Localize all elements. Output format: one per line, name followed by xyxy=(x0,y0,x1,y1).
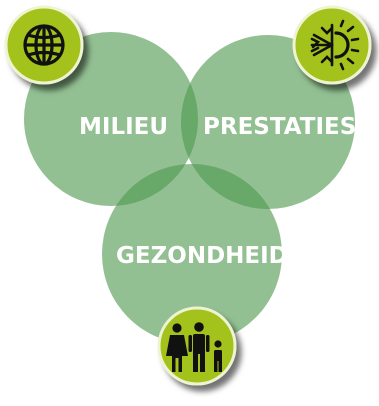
family-icon xyxy=(166,322,222,372)
circle-gezondheid xyxy=(102,164,282,344)
label-milieu: MILIEU xyxy=(79,114,168,140)
label-gezondheid: GEZONDHEID xyxy=(116,243,288,269)
venn-circles xyxy=(24,32,355,344)
label-prestaties: PRESTATIES xyxy=(203,114,356,140)
snowflake-sun-icon xyxy=(310,19,360,71)
globe-icon xyxy=(23,24,65,66)
